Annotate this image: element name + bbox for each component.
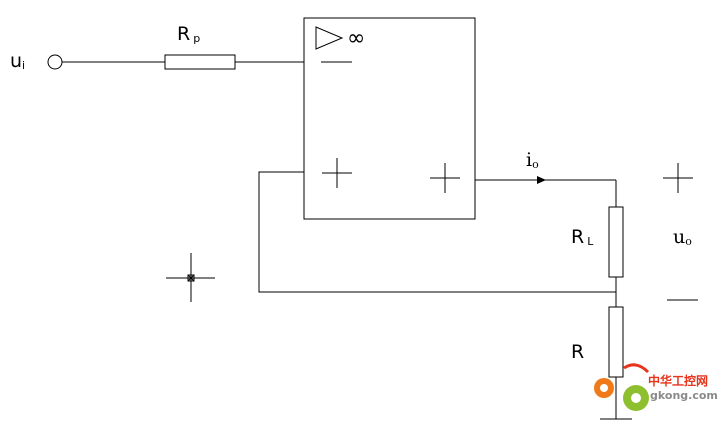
gear-logo-icon — [594, 363, 650, 411]
resistor-r — [608, 306, 624, 378]
watermark-logo: 中华工控网 gkong.com — [594, 363, 718, 411]
label-infinity: ∞ — [347, 26, 365, 51]
watermark-cn-text: 中华工控网 — [648, 373, 708, 388]
cad-crosshair-icon — [166, 253, 215, 302]
opamp-triangle-icon — [315, 26, 344, 50]
label-r: R — [571, 341, 584, 363]
uo-plus-sign — [663, 163, 693, 193]
resistor-rl — [608, 206, 624, 278]
label-uo: uo — [673, 226, 692, 248]
label-io: io — [526, 149, 539, 171]
feedback-wire — [258, 171, 616, 293]
output-plus-sign — [430, 163, 460, 193]
current-arrow-icon — [537, 176, 546, 184]
watermark-url-text: gkong.com — [650, 389, 718, 402]
input-terminal — [47, 54, 63, 70]
resistor-rp — [164, 54, 236, 70]
noninverting-plus-sign — [322, 158, 352, 188]
label-ui: ui — [10, 50, 25, 72]
opamp-block — [303, 17, 476, 220]
